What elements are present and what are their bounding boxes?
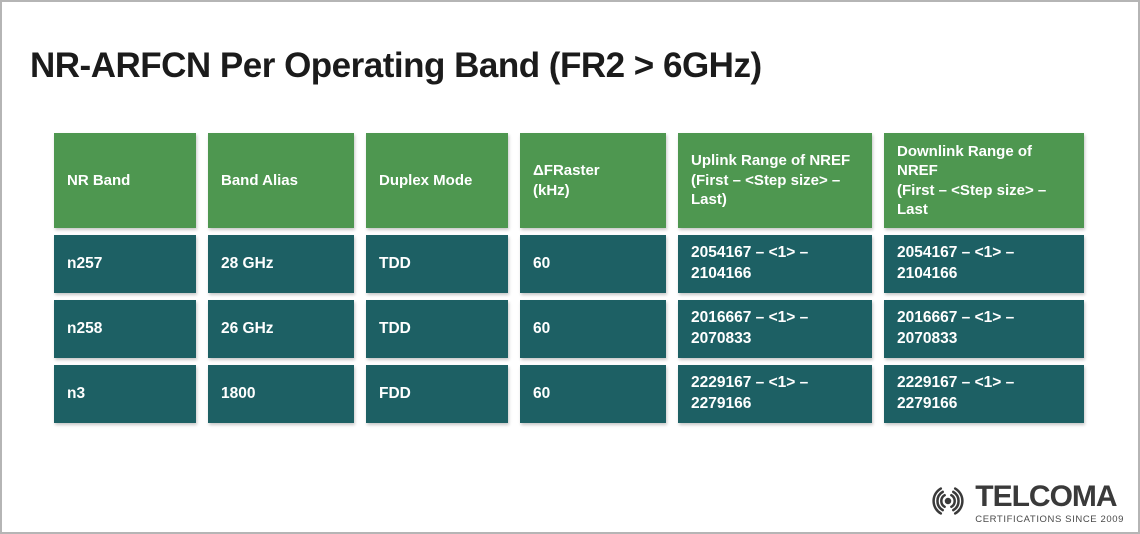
logo-name: TELCOMA: [975, 480, 1117, 513]
table-cell-uplink: 2016667 – <1> – 2070833: [678, 300, 872, 358]
header-cell-band-alias: Band Alias: [208, 133, 354, 228]
table-cell-alias: 26 GHz: [208, 300, 354, 358]
nr-arfcn-table: NR Band Band Alias Duplex Mode ΔFRaster …: [54, 133, 1084, 423]
table-cell-alias: 28 GHz: [208, 235, 354, 293]
telcoma-logo: TELCOMA CERTIFICATIONS SINCE 2009: [925, 482, 1124, 525]
header-cell-downlink-range: Downlink Range of NREF (First – <Step si…: [884, 133, 1084, 228]
signal-waves-icon: [925, 483, 971, 524]
table-cell-band: n258: [54, 300, 196, 358]
header-cell-nr-band: NR Band: [54, 133, 196, 228]
table-cell-uplink: 2054167 – <1> – 2104166: [678, 235, 872, 293]
table-cell-raster: 60: [520, 365, 666, 423]
header-cell-delta-fraster: ΔFRaster (kHz): [520, 133, 666, 228]
table-cell-downlink: 2054167 – <1> – 2104166: [884, 235, 1084, 293]
table-cell-raster: 60: [520, 235, 666, 293]
table-cell-duplex: TDD: [366, 300, 508, 358]
table-cell-downlink: 2229167 – <1> – 2279166: [884, 365, 1084, 423]
table-cell-alias: 1800: [208, 365, 354, 423]
page-title: NR-ARFCN Per Operating Band (FR2 > 6GHz): [30, 46, 762, 85]
table-cell-band: n3: [54, 365, 196, 423]
table-cell-downlink: 2016667 – <1> – 2070833: [884, 300, 1084, 358]
table-cell-duplex: FDD: [366, 365, 508, 423]
header-cell-uplink-range: Uplink Range of NREF (First – <Step size…: [678, 133, 872, 228]
logo-text-block: TELCOMA CERTIFICATIONS SINCE 2009: [975, 480, 1124, 526]
logo-tagline: CERTIFICATIONS SINCE 2009: [975, 514, 1124, 525]
table-cell-band: n257: [54, 235, 196, 293]
table-cell-uplink: 2229167 – <1> – 2279166: [678, 365, 872, 423]
header-cell-duplex-mode: Duplex Mode: [366, 133, 508, 228]
table-cell-raster: 60: [520, 300, 666, 358]
table-cell-duplex: TDD: [366, 235, 508, 293]
